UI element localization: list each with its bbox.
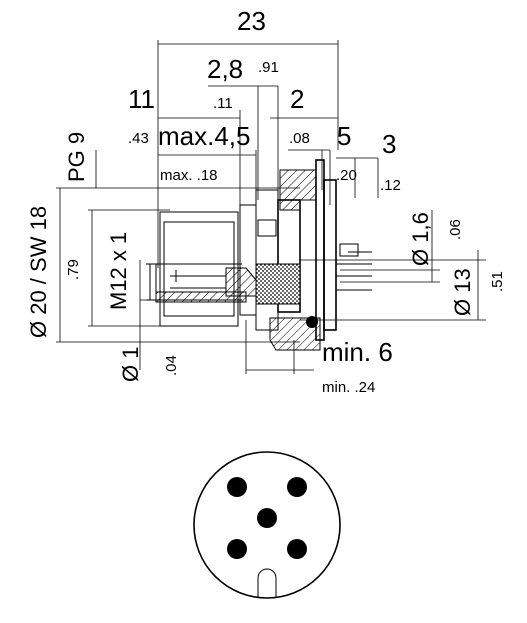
label-max-length: max.4,5 xyxy=(158,121,251,151)
label-overall-length: 23 xyxy=(237,6,266,36)
pin-1 xyxy=(227,477,247,497)
pin-4 xyxy=(227,539,247,559)
left-dimension-lines xyxy=(56,150,300,370)
label-min-6: min. 6 xyxy=(322,337,393,367)
label-dia-20: Ø 20 / SW 18 xyxy=(26,206,51,338)
label-dia-1-6: Ø 1,6 xyxy=(408,212,433,266)
pin-face-view xyxy=(193,451,341,599)
label-thread-length: 2,8 xyxy=(207,54,243,84)
label-pg-thread: PG 9 xyxy=(64,132,89,182)
pin-5 xyxy=(257,508,277,528)
label-dim-11-in: .43 xyxy=(128,130,149,147)
pin-2 xyxy=(287,477,307,497)
label-dim-11: 11 xyxy=(128,84,155,114)
label-min-6-in: min. .24 xyxy=(322,379,375,396)
coding-key-notch xyxy=(257,568,277,598)
label-dim-3: 3 xyxy=(382,129,396,159)
pin-3 xyxy=(287,539,307,559)
label-dia-1-in: .04 xyxy=(163,355,180,376)
label-dim-11-in-sub: .11 xyxy=(213,95,233,112)
label-dim-2-in: .08 xyxy=(289,130,310,147)
label-dia-1: Ø 1 xyxy=(118,347,143,382)
label-dia-13-in: .51 xyxy=(489,271,506,292)
label-dia-1-6-in: .06 xyxy=(447,219,464,240)
label-dia-20-in: .79 xyxy=(65,259,82,280)
top-dimension-lines xyxy=(157,40,379,268)
label-m12: M12 x 1 xyxy=(106,232,131,310)
right-dimension-lines xyxy=(245,210,486,374)
label-thread-length-in: .91 xyxy=(258,59,279,76)
label-dia-13: Ø 13 xyxy=(450,268,475,316)
label-max-length-in: max. .18 xyxy=(160,167,218,184)
label-dim-5: 5 xyxy=(337,121,351,151)
label-dim-3-in: .12 xyxy=(380,177,401,194)
label-dim-5-in: .20 xyxy=(336,167,357,184)
label-dim-2: 2 xyxy=(290,84,304,114)
connector-side-view xyxy=(146,159,372,351)
